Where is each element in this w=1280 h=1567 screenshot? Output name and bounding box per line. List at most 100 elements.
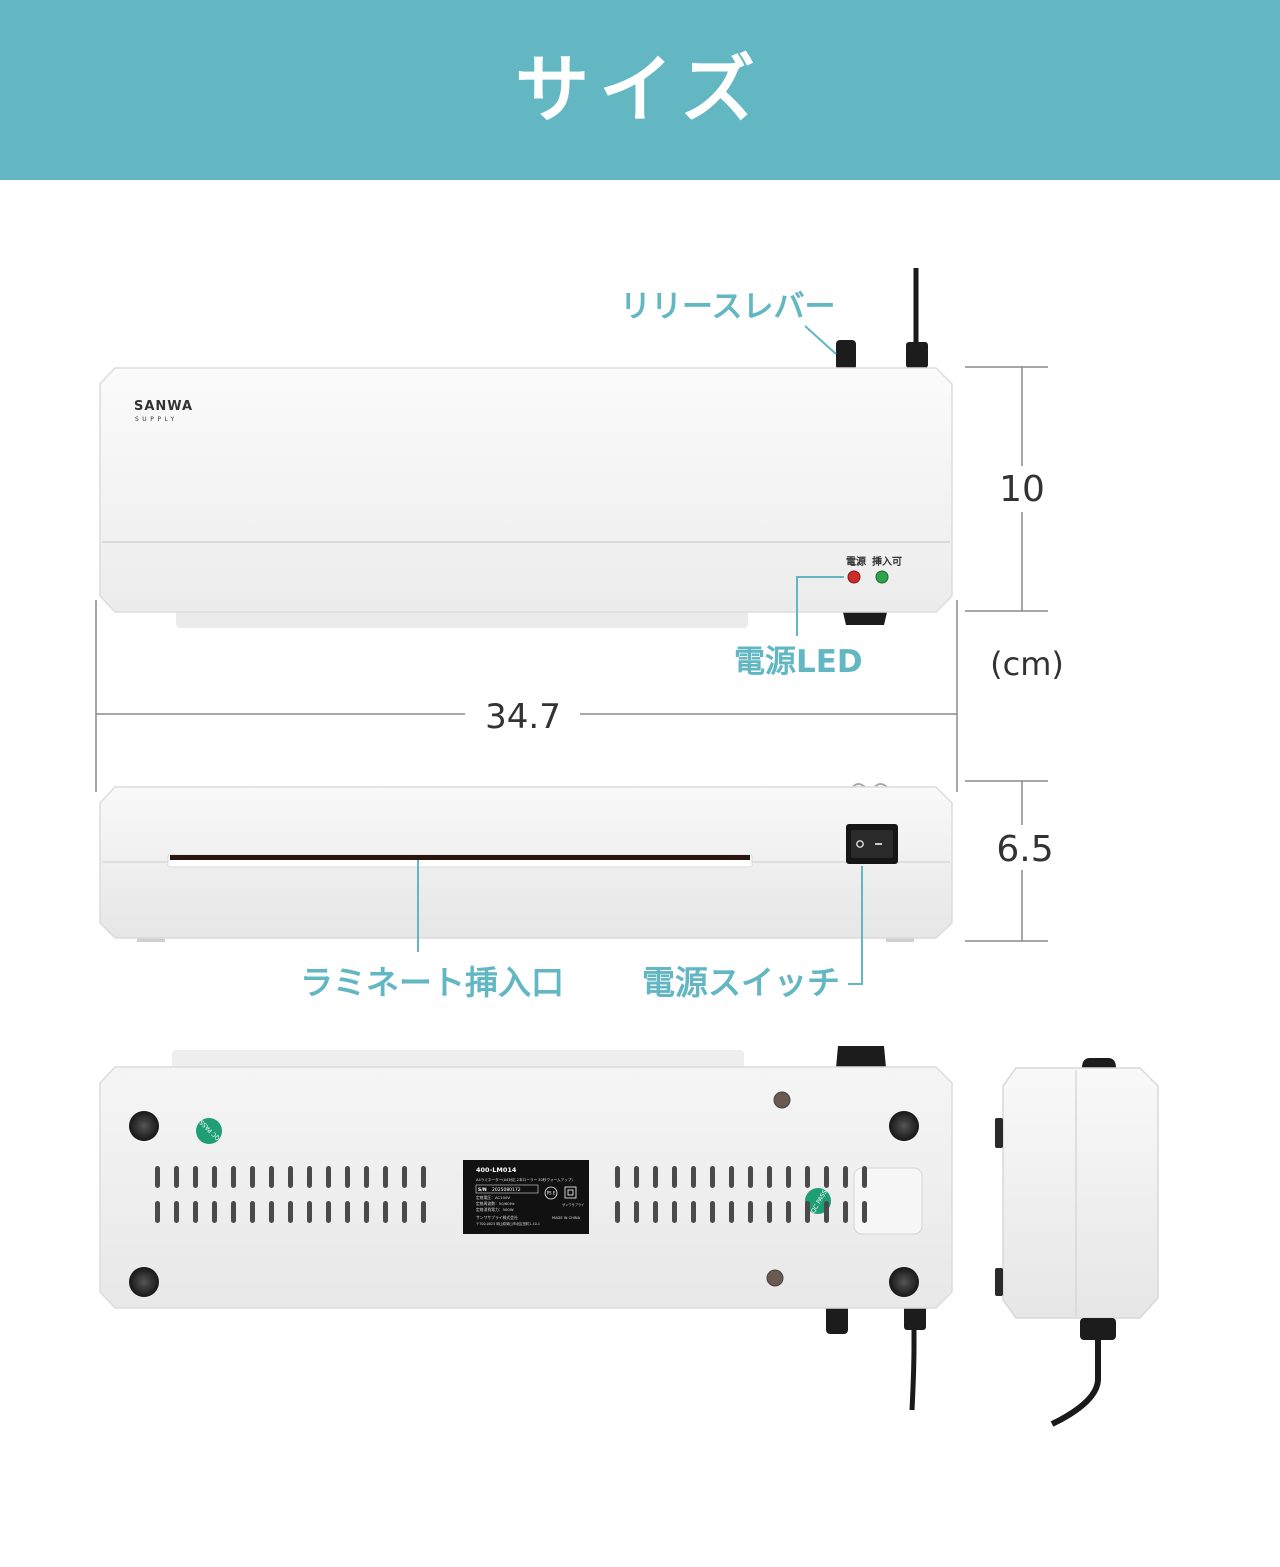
vent-slot — [824, 1201, 829, 1223]
vent-slot — [805, 1166, 810, 1188]
brand-logo: SANWA — [134, 399, 193, 414]
front-view — [99, 783, 953, 942]
release-lever-leader — [804, 325, 837, 355]
svg-text:定格電圧：AC100V: 定格電圧：AC100V — [476, 1195, 510, 1200]
svg-text:400-LM014: 400-LM014 — [476, 1166, 517, 1174]
vent-slot — [786, 1201, 791, 1223]
vent-slot — [421, 1166, 426, 1188]
vent-slot — [288, 1201, 293, 1223]
vent-slot — [710, 1201, 715, 1223]
rating-label — [463, 1160, 589, 1234]
power-cord — [1050, 1340, 1101, 1427]
vent-slots — [155, 1166, 867, 1223]
release-lever — [826, 1304, 848, 1334]
release-lever[interactable] — [836, 340, 856, 370]
svg-text:S/N: S/N — [478, 1187, 487, 1193]
top-view: SANWA SUPPLY 電源 挿入可 — [99, 268, 953, 628]
vent-slot — [653, 1166, 658, 1188]
vent-slot — [672, 1166, 677, 1188]
svg-text:定格消費電力：500W: 定格消費電力：500W — [476, 1207, 514, 1212]
vent-slot — [421, 1201, 426, 1223]
vent-slot — [326, 1166, 331, 1188]
vent-slot — [402, 1201, 407, 1223]
switch-off-mark — [856, 840, 864, 848]
vent-slot — [634, 1201, 639, 1223]
height-value: 10 — [999, 469, 1045, 510]
vent-slot — [767, 1166, 772, 1188]
svg-text:2025080172: 2025080172 — [492, 1187, 521, 1193]
vent-slot — [862, 1201, 867, 1223]
power-led-callout: 電源LED — [734, 644, 863, 680]
qc-badge — [196, 1118, 222, 1144]
vent-slot — [288, 1166, 293, 1188]
screw — [773, 1091, 791, 1109]
rubber-foot — [889, 1111, 919, 1141]
vent-slot — [231, 1166, 236, 1188]
vent-slot — [174, 1166, 179, 1188]
vent-slot — [212, 1201, 217, 1223]
insert-slot-callout: ラミネート挿入口 — [300, 963, 564, 1002]
vent-slot — [364, 1166, 369, 1188]
svg-text:定格周波数：50/60Hz: 定格周波数：50/60Hz — [476, 1201, 515, 1206]
svg-text:サンワサプライ: サンワサプライ — [562, 1202, 584, 1207]
rubber-foot — [129, 1111, 159, 1141]
svg-text:サンワサプライ株式会社: サンワサプライ株式会社 — [476, 1215, 518, 1220]
vent-slot — [862, 1166, 867, 1188]
power-switch-leader — [848, 866, 863, 985]
vent-slot — [383, 1201, 388, 1223]
svg-text:〒700-0825 岡山県岡山市北区田町1-10-1: 〒700-0825 岡山県岡山市北区田町1-10-1 — [476, 1221, 540, 1226]
vent-slot — [710, 1166, 715, 1188]
vent-slot — [672, 1201, 677, 1223]
svg-text:PS E: PS E — [547, 1191, 556, 1196]
vent-slot — [231, 1201, 236, 1223]
release-lever-callout: リリースレバー — [620, 289, 835, 325]
vent-slot — [615, 1166, 620, 1188]
vent-slot — [653, 1201, 658, 1223]
rubber-foot — [129, 1267, 159, 1297]
vent-slot — [729, 1166, 734, 1188]
laminator-top-body — [99, 367, 953, 613]
vent-slot — [174, 1201, 179, 1223]
power-switch-callout: 電源スイッチ — [642, 963, 840, 1002]
svg-text:MADE IN CHINA: MADE IN CHINA — [552, 1216, 581, 1220]
power-led — [847, 570, 861, 584]
header-banner: サイズ — [0, 0, 1280, 180]
vent-slot — [155, 1201, 160, 1223]
svg-text:A4ラミネーター(A4対応 2本ローラー 30秒ウォームアッ: A4ラミネーター(A4対応 2本ローラー 30秒ウォームアップ) — [476, 1177, 573, 1182]
vent-slot — [269, 1201, 274, 1223]
vent-slot — [615, 1201, 620, 1223]
ready-led — [875, 570, 889, 584]
brand-logo-sub: SUPPLY — [135, 416, 178, 423]
cord-plug — [906, 342, 928, 368]
vent-slot — [805, 1201, 810, 1223]
cover-plate — [853, 1167, 923, 1235]
vent-slot — [345, 1201, 350, 1223]
dimension-lines — [95, 366, 1048, 942]
vent-slot — [691, 1201, 696, 1223]
vent-slot — [193, 1201, 198, 1223]
double-insulation-mark — [564, 1186, 577, 1199]
vent-slot — [326, 1201, 331, 1223]
power-led-leader — [796, 576, 844, 636]
page-title: サイズ — [515, 47, 765, 133]
vent-slot — [767, 1201, 772, 1223]
screw — [766, 1269, 784, 1287]
laminator-side-body — [1002, 1067, 1159, 1319]
vent-slot — [691, 1166, 696, 1188]
insert-slot — [170, 855, 750, 860]
vent-slot — [364, 1201, 369, 1223]
vent-slot — [748, 1166, 753, 1188]
vent-slot — [383, 1166, 388, 1188]
bottom-view: QC PASS QC PASS 400-LM014 A4ラミネーター(A4対応 … — [99, 1046, 953, 1411]
unit-label: (cm) — [990, 645, 1064, 683]
vent-slot — [307, 1201, 312, 1223]
vent-slot — [402, 1166, 407, 1188]
vent-slot — [843, 1166, 848, 1188]
vent-slot — [250, 1201, 255, 1223]
vent-slot — [729, 1201, 734, 1223]
ready-indicator-label: 挿入可 — [872, 555, 902, 568]
vent-slot — [250, 1166, 255, 1188]
vent-slot — [634, 1166, 639, 1188]
rubber-foot — [889, 1267, 919, 1297]
